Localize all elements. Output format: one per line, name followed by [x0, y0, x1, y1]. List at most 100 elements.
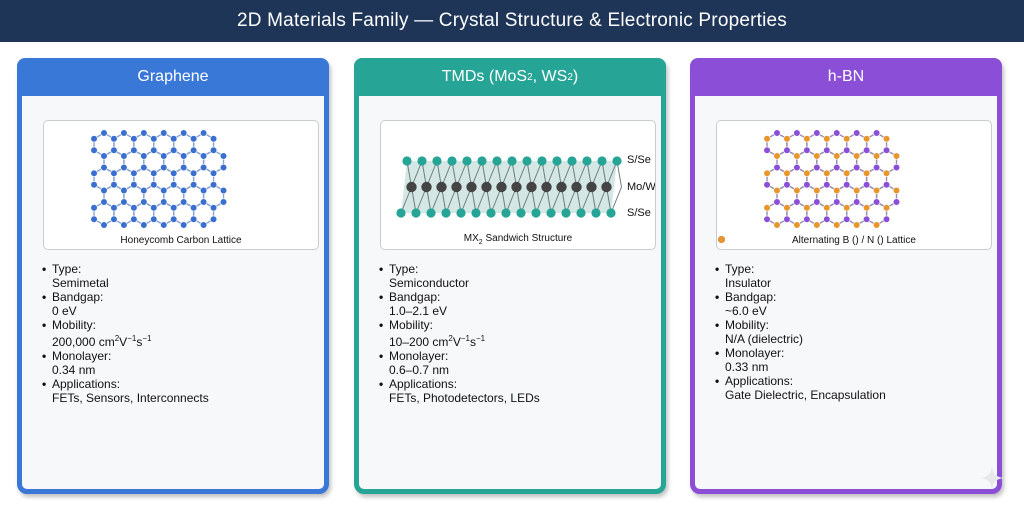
graphene-honeycomb-lattice [90, 129, 228, 229]
caption-part: MX [463, 233, 479, 244]
lattice-atom-bn [813, 163, 821, 172]
tmd-structure-image: S/Se Mo/W S/Se MX2 Sandwich Structure [380, 120, 656, 250]
metal-atom [556, 181, 567, 193]
prop-value: 10–200 cm2V−1s−1 [389, 332, 485, 349]
graphene-card: Graphene Honeycomb Carbon Lattice •Type:… [17, 58, 329, 494]
bullet: • [715, 318, 720, 332]
lattice-atom-carbon [140, 221, 148, 229]
lattice-atom-bn [793, 163, 801, 172]
bullet: • [715, 262, 720, 276]
metal-atom [541, 181, 552, 193]
hbn-caption: Alternating B () / N () Lattice [717, 235, 991, 246]
prop-value: 1.0–2.1 eV [389, 304, 448, 318]
lattice-atom-bn [833, 198, 841, 206]
chalcogen-atom-bottom [441, 208, 451, 218]
lattice-atom-carbon [180, 129, 188, 137]
lattice-atom-carbon [100, 163, 108, 172]
chalcogen-atom-top [552, 156, 562, 166]
lattice-atom-bn [763, 215, 771, 223]
chalcogen-atom-top [492, 156, 502, 166]
lattice-atom-carbon [100, 186, 108, 195]
chalcogen-atom-bottom [591, 208, 601, 218]
lattice-atom-bn [872, 129, 881, 137]
lattice-atom-carbon [190, 215, 198, 223]
bullet: • [42, 262, 47, 276]
lattice-atom-carbon [120, 129, 128, 137]
lattice-atom-bn [783, 169, 791, 177]
lattice-atom-bn [853, 198, 861, 206]
lattice-atom-bn [823, 181, 831, 189]
lattice-atom-bn [843, 169, 851, 177]
bullet: • [42, 377, 47, 391]
lattice-atom-bn [803, 181, 811, 189]
lattice-atom-bn [793, 186, 801, 195]
lattice-atom-carbon [120, 198, 128, 206]
bullet: • [379, 377, 384, 391]
prop-label: Applications: [725, 374, 794, 388]
lattice-atom-carbon [110, 169, 118, 177]
lattice-atom-carbon [130, 135, 138, 143]
prop-monolayer: •Monolayer:0.34 nm [42, 349, 312, 377]
lattice-atom-carbon [160, 198, 168, 206]
lattice-atom-carbon [219, 186, 228, 195]
lattice-atom-bn [803, 146, 811, 154]
title-part: TMDs (MoS [441, 68, 528, 85]
lattice-atom-carbon [170, 215, 178, 223]
lattice-atom-bn [872, 152, 881, 160]
lattice-atom-carbon [160, 152, 168, 160]
chalcogen-atom-top [612, 156, 622, 166]
lattice-atom-bn [763, 204, 771, 212]
prop-label: Applications: [389, 377, 458, 391]
lattice-atom-bn [763, 181, 771, 189]
lattice-atom-bn [833, 186, 841, 195]
lattice-atom-bn [882, 181, 891, 189]
prop-value: 0.34 nm [52, 363, 96, 377]
lattice-atom-bn [863, 135, 871, 143]
lattice-atom-carbon [120, 152, 128, 160]
hbn-lattice-image: Alternating B () / N () Lattice [716, 120, 992, 250]
chalcogen-atom-top [477, 156, 487, 166]
lattice-atom-carbon [180, 198, 188, 206]
lattice-atom-bn [793, 152, 801, 160]
lattice-atom-bn [833, 129, 841, 137]
lattice-atom-bn [843, 135, 851, 143]
lattice-atom-carbon [110, 215, 118, 223]
lattice-atom-carbon [199, 221, 208, 229]
mobility-units: s [136, 335, 143, 349]
lattice-atom-bn [882, 135, 891, 143]
lattice-atom-carbon [190, 146, 198, 154]
lattice-atom-bn [783, 135, 791, 143]
chalcogen-atom-top [462, 156, 472, 166]
lattice-atom-bn [823, 169, 831, 177]
metal-atom [466, 181, 477, 193]
lattice-atom-carbon [120, 186, 128, 195]
lattice-atom-carbon [90, 135, 98, 143]
tmd-caption: MX2 Sandwich Structure [381, 233, 655, 246]
prop-label: Bandgap: [725, 290, 777, 304]
chalcogen-atom-bottom [546, 208, 556, 218]
sparkle-icon [980, 466, 1004, 490]
lattice-atom-carbon [100, 221, 108, 229]
lattice-atom-bn [833, 221, 841, 229]
lattice-atom-bn [853, 152, 861, 160]
lattice-atom-carbon [90, 181, 98, 189]
chalcogen-atom-top [537, 156, 547, 166]
mobility-units: s [469, 335, 476, 349]
lattice-atom-carbon [110, 135, 118, 143]
lattice-atom-bn [813, 186, 821, 195]
prop-type: •Type:Semimetal [42, 262, 312, 290]
lattice-atom-bn [882, 146, 891, 154]
chalcogen-atom-top [402, 156, 412, 166]
metal-atom [526, 181, 537, 193]
lattice-atom-carbon [130, 204, 138, 212]
mobility-units: V [452, 335, 461, 349]
metal-atom [511, 181, 522, 193]
lattice-atom-carbon [209, 215, 218, 223]
chalcogen-atom-top [417, 156, 427, 166]
chalcogen-atom-bottom [486, 208, 496, 218]
hbn-properties: •Type:Insulator •Bandgap:~6.0 eV •Mobili… [715, 262, 985, 402]
title-part: ) [572, 68, 579, 85]
lattice-atom-carbon [130, 181, 138, 189]
